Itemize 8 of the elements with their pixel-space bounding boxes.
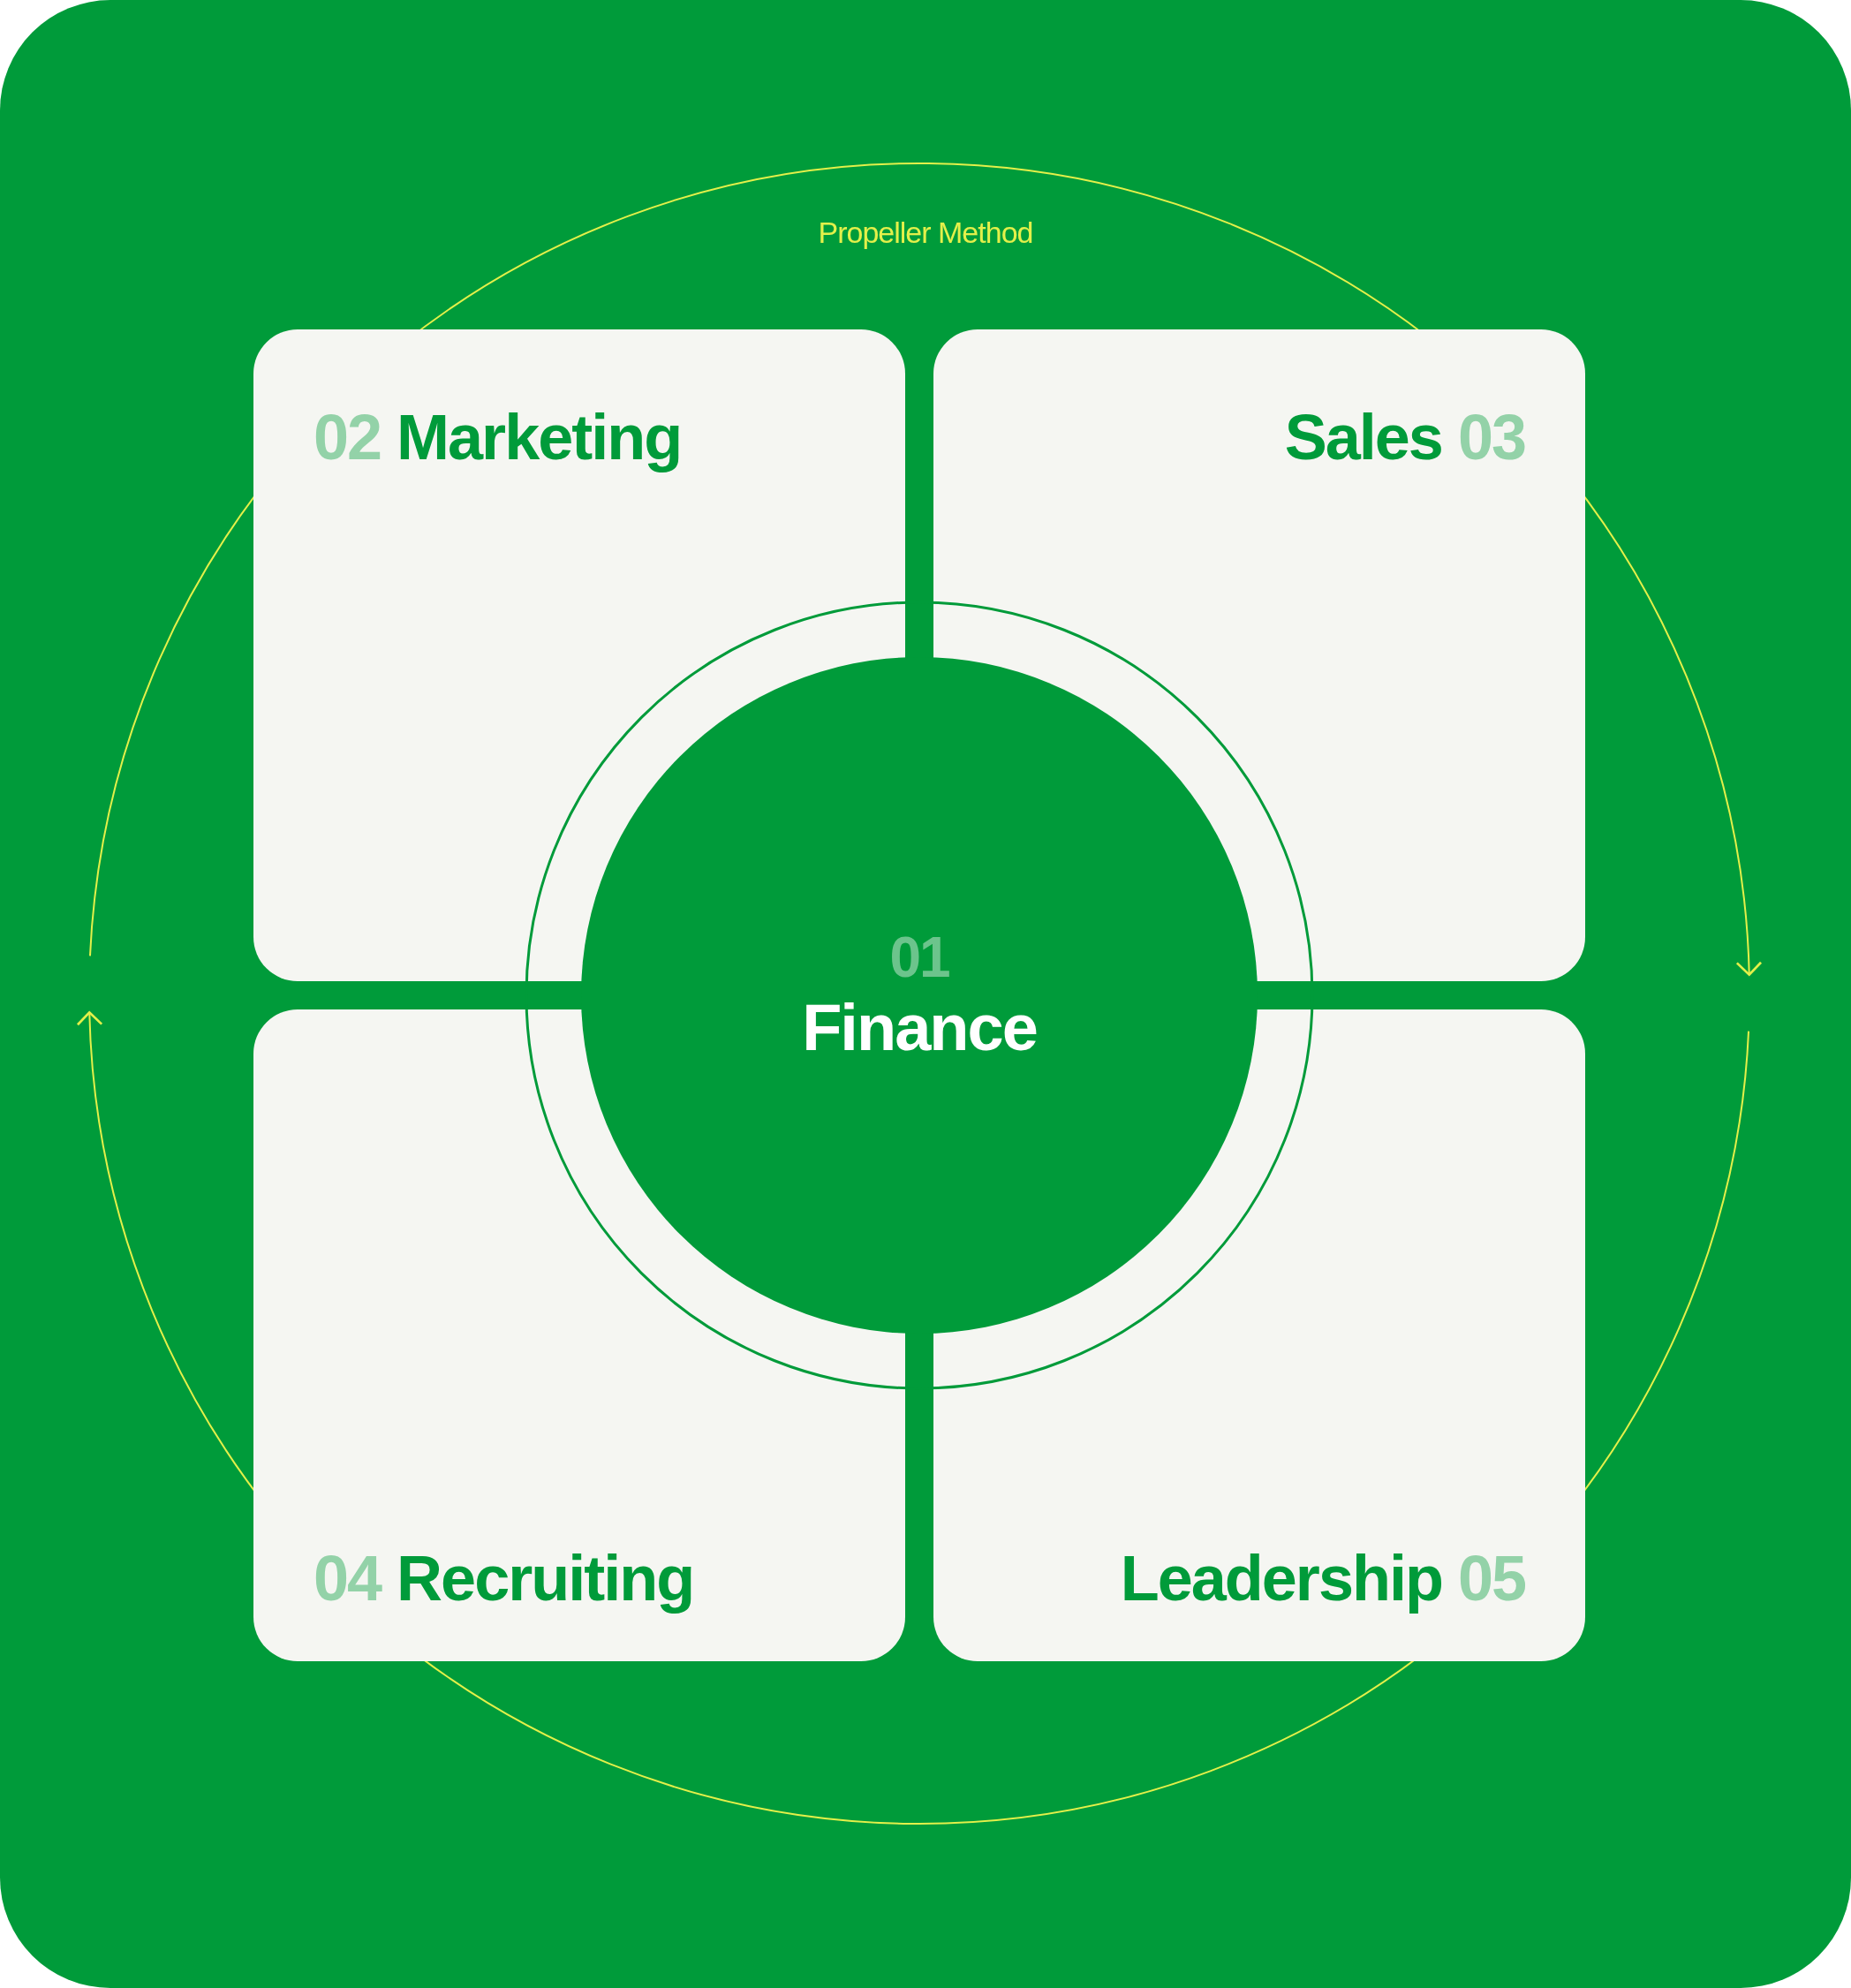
step-number: 01 — [889, 925, 949, 991]
step-number: 05 — [1457, 1546, 1525, 1610]
step-number: 04 — [314, 1546, 382, 1610]
step-label: Finance — [802, 990, 1037, 1066]
step-label: Sales — [1284, 405, 1442, 469]
title: Propeller Method — [818, 215, 1033, 249]
step-number: 02 — [314, 405, 382, 469]
step-number: 03 — [1457, 405, 1525, 469]
